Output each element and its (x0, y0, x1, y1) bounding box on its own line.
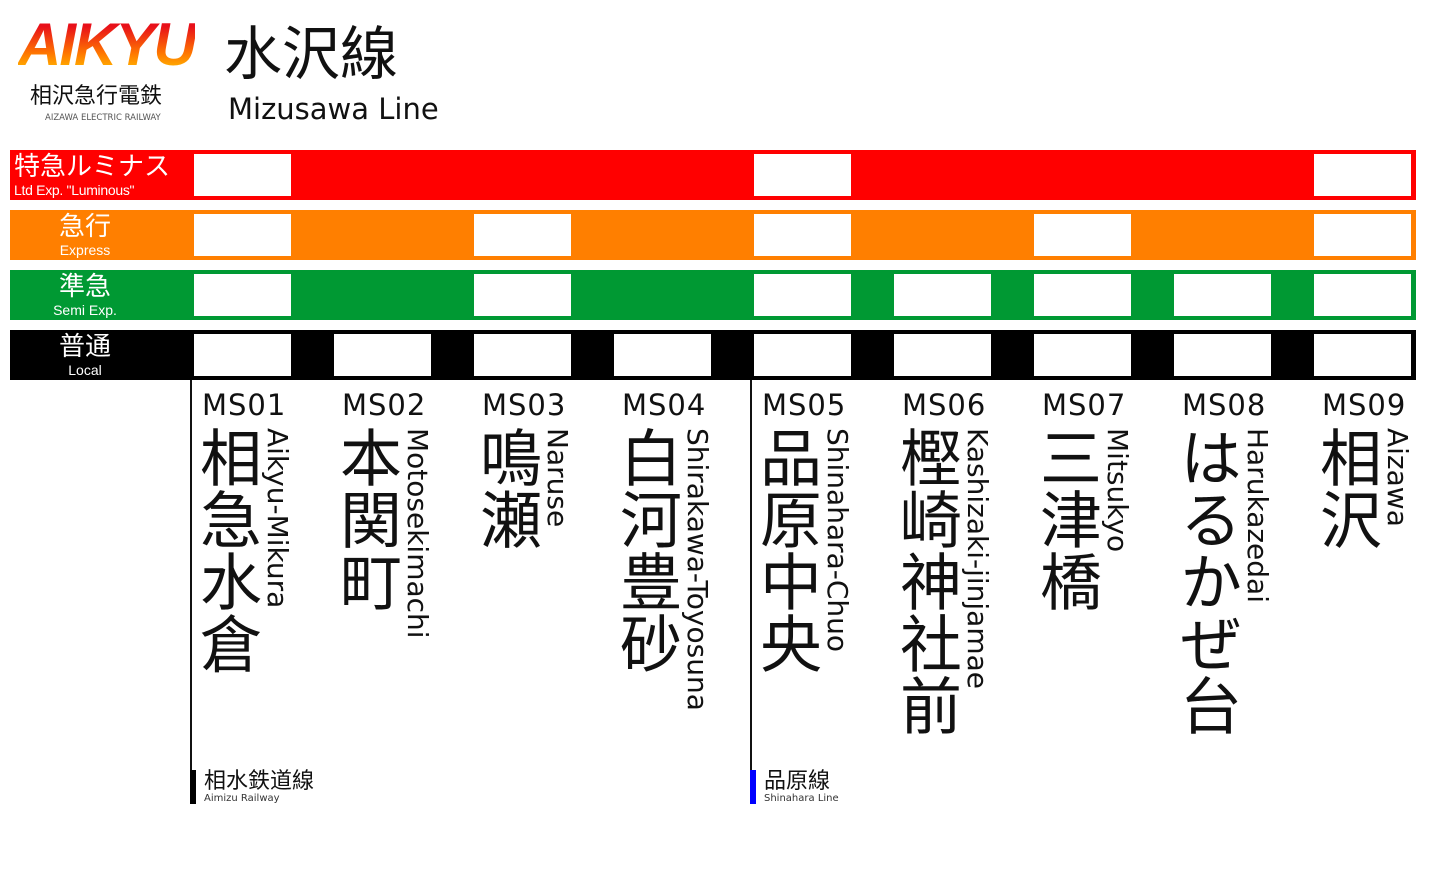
station-name-jp: はるかぜ台 (1169, 426, 1242, 736)
stop-marker (890, 270, 995, 320)
stop-marker (470, 330, 575, 380)
station-code: MS03 (482, 388, 567, 422)
stop-marker (1170, 270, 1275, 320)
transfer-line-en: Aimizu Railway (204, 793, 280, 804)
transfer-line-jp: 品原線 (764, 769, 831, 794)
stop-marker (750, 270, 855, 320)
stop-marker (190, 150, 295, 200)
stop-marker (1170, 330, 1275, 380)
service-name-jp: 急行 (58, 212, 111, 242)
station-name-en: Mitsukyo (1101, 428, 1134, 553)
stop-marker (1310, 150, 1415, 200)
transfer-connector (750, 380, 752, 800)
stop-marker (1030, 270, 1135, 320)
transfer-connector (190, 380, 192, 800)
station-name-en: Shinahara-Chuo (821, 428, 854, 653)
station-name-en: Shirakawa-Toyosuna (681, 428, 714, 711)
stop-marker (190, 330, 295, 380)
station-name-jp: 相急水倉 (189, 426, 262, 674)
stop-marker (1030, 210, 1135, 260)
service-name-jp: 普通 (58, 332, 111, 362)
station-code: MS01 (202, 388, 287, 422)
stop-marker (610, 330, 715, 380)
service-name-jp: 特急ルミナス (14, 152, 171, 182)
station-name-en: Naruse (541, 428, 574, 528)
stop-marker (470, 210, 575, 260)
stop-marker (750, 330, 855, 380)
service-name-en: Semi Exp. (53, 302, 117, 318)
station-code: MS05 (762, 388, 847, 422)
station-name-en: Aikyu-Mikura (261, 428, 294, 609)
station-code: MS07 (1042, 388, 1127, 422)
station-name-jp: 鳴瀬 (469, 426, 542, 550)
station-name-jp: 相沢 (1309, 426, 1382, 550)
stop-marker (1310, 330, 1415, 380)
transfer-line-en: Shinahara Line (764, 793, 839, 804)
station-code: MS02 (342, 388, 427, 422)
station-name-jp: 白河豊砂 (609, 426, 682, 674)
station-name-en: Aizawa (1381, 428, 1414, 527)
stop-marker (750, 210, 855, 260)
line-title-jp: 水沢線 (224, 20, 399, 88)
stop-marker (470, 270, 575, 320)
station-name-en: Kashizaki-jinjamae (961, 428, 994, 689)
station-name-en: Harukazedai (1241, 428, 1274, 603)
service-name-en: Express (59, 242, 111, 258)
stop-marker (330, 330, 435, 380)
transfer-line-jp: 相水鉄道線 (204, 769, 315, 794)
station-name-jp: 品原中央 (749, 426, 822, 674)
company-name-jp: 相沢急行電鉄 (30, 84, 163, 109)
station-name-jp: 三津橋 (1029, 426, 1102, 612)
stop-marker (1310, 270, 1415, 320)
stop-marker (750, 150, 855, 200)
service-name-jp: 準急 (58, 272, 111, 302)
stop-marker (890, 330, 995, 380)
service-name-en: Local (68, 362, 102, 378)
station-code: MS09 (1322, 388, 1407, 422)
stop-marker (190, 270, 295, 320)
stop-marker (1310, 210, 1415, 260)
line-title-en: Mizusawa Line (228, 92, 439, 126)
station-name-jp: 樫崎神社前 (889, 426, 962, 736)
company-name-en: AIZAWA ELECTRIC RAILWAY (45, 113, 161, 123)
station-name-en: Motosekimachi (401, 428, 434, 639)
station-name-jp: 本関町 (329, 426, 402, 612)
station-code: MS04 (622, 388, 707, 422)
logo-wordmark: AIKYU (18, 11, 197, 78)
stop-marker (1030, 330, 1135, 380)
station-code: MS06 (902, 388, 987, 422)
service-name-en: Ltd Exp. "Luminous" (14, 182, 135, 198)
station-code: MS08 (1182, 388, 1267, 422)
stop-marker (190, 210, 295, 260)
